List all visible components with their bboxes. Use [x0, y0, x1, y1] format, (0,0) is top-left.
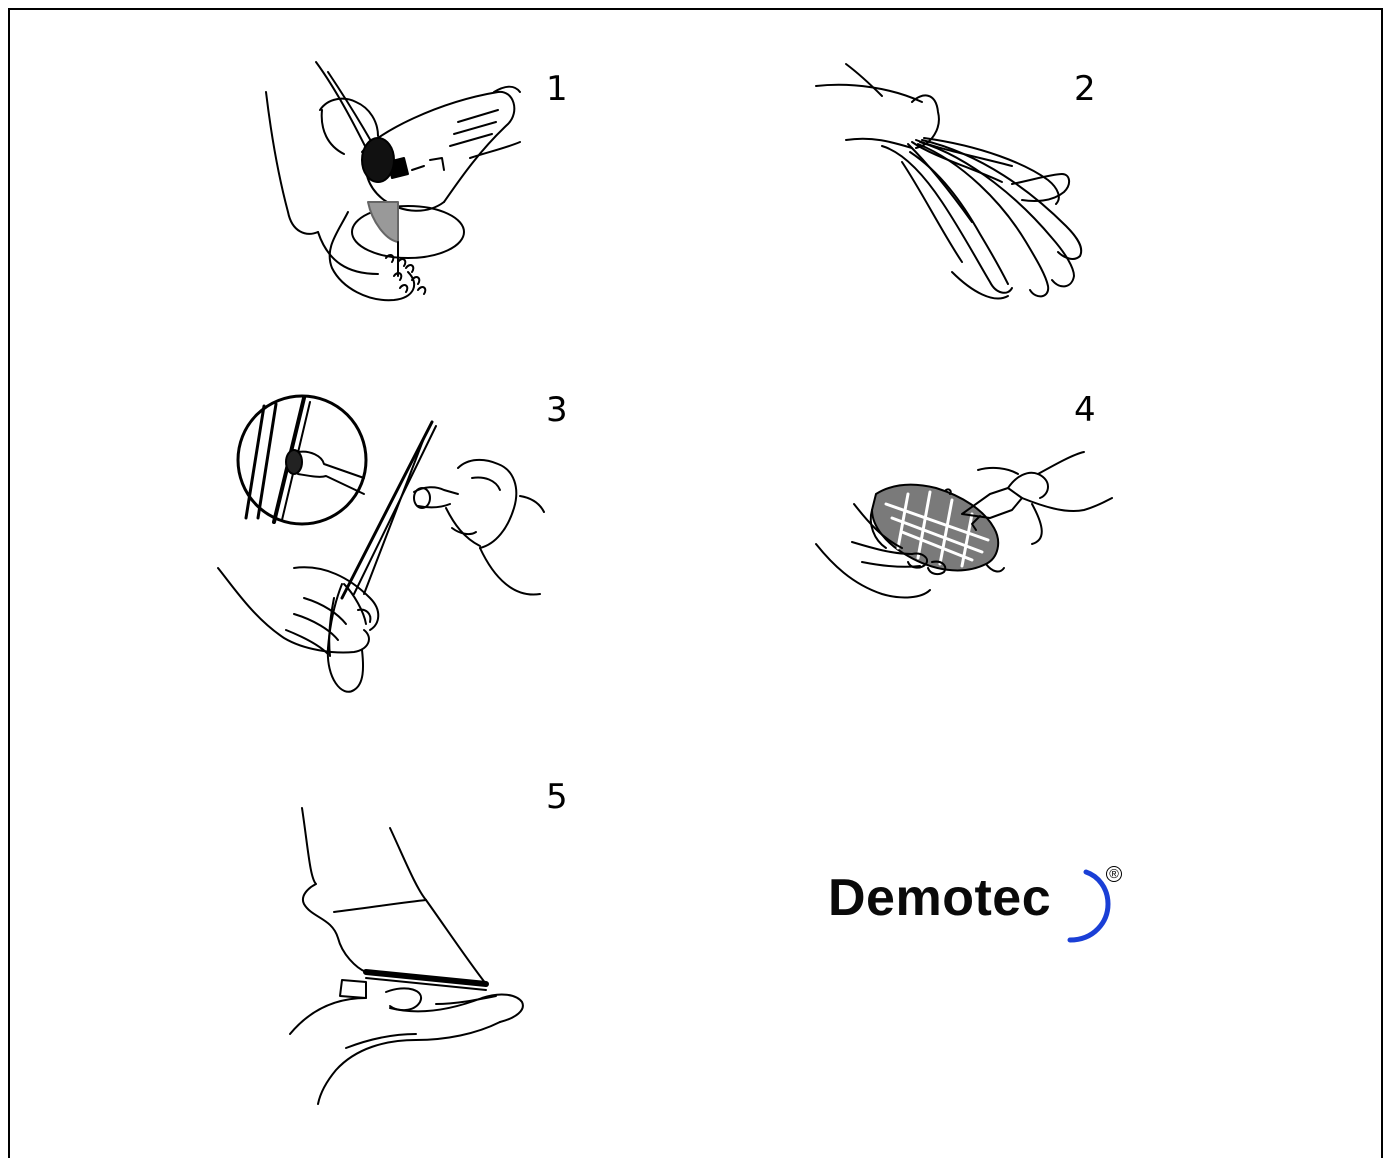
brand-logo-text: Demotec [828, 872, 1051, 924]
registered-mark-icon: ® [1106, 866, 1122, 882]
step-5-illustration [286, 808, 536, 1108]
step-4-illustration [812, 444, 1112, 604]
step-number-1: 1 [546, 72, 568, 106]
step-number-4: 4 [1074, 393, 1096, 427]
step-3-illustration [214, 398, 554, 698]
step-1-illustration [258, 62, 538, 312]
step-number-5: 5 [546, 780, 568, 814]
brand-logo: Demotec ® [828, 872, 1128, 962]
step-2-illustration [812, 62, 1102, 312]
